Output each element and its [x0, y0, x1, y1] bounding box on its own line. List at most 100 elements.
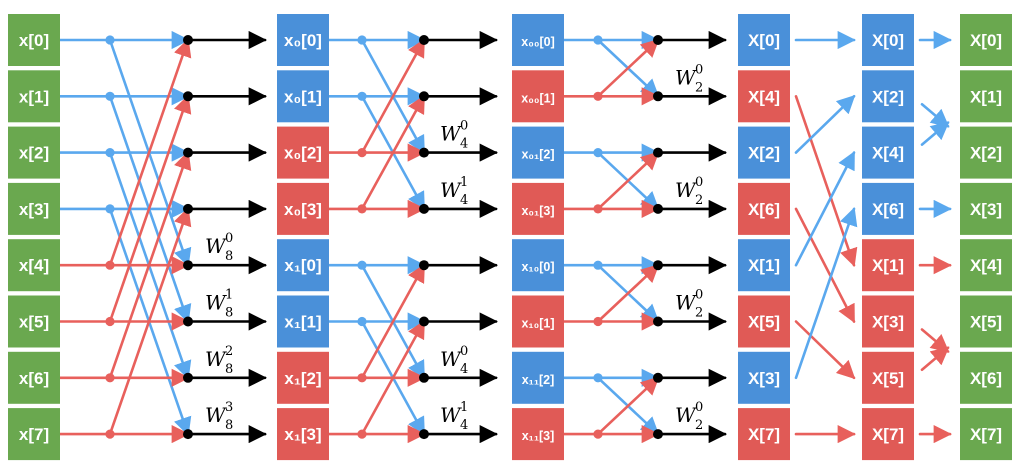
box-bg	[8, 351, 60, 404]
box-bg	[8, 70, 60, 123]
box-input-5: x[5]	[8, 295, 60, 348]
stage3-output-dot	[653, 203, 663, 214]
reorder-line	[794, 320, 856, 380]
svg-text:W: W	[675, 65, 697, 89]
box-bg	[862, 14, 914, 66]
stage1-input-dot	[105, 91, 115, 101]
box-label: x[6]	[19, 369, 49, 388]
reorder-line	[794, 207, 856, 324]
stage1-cross	[108, 94, 192, 323]
box-bg	[277, 408, 329, 461]
box-input-6: x[6]	[8, 351, 60, 404]
svg-text:W: W	[440, 178, 462, 202]
stage3-output-dot	[653, 429, 663, 440]
box-label: x₀[2]	[284, 144, 322, 163]
svg-text:W: W	[205, 234, 227, 258]
svg-text:W: W	[675, 178, 697, 202]
svg-text:8: 8	[225, 418, 233, 433]
box-reordered-0: X[0]	[862, 14, 914, 66]
stage1-cross	[108, 207, 192, 436]
svg-text:0: 0	[460, 119, 468, 134]
box-label: X[0]	[748, 31, 780, 50]
stage1-input-dot	[105, 373, 115, 383]
box-label: X[2]	[872, 87, 904, 106]
stage1-input-dot	[105, 316, 115, 327]
node-dots	[105, 35, 663, 440]
box-label: x[4]	[19, 256, 49, 275]
box-stage3-7: X[7]	[738, 408, 790, 461]
svg-text:4: 4	[460, 362, 468, 377]
box-label: X[3]	[748, 369, 780, 388]
box-label: x₀₁[3]	[521, 204, 554, 218]
reorder-line	[794, 150, 856, 267]
box-bg	[738, 70, 790, 123]
box-bg	[862, 239, 914, 292]
box-output-7: X[7]	[960, 408, 1012, 461]
stage1-input-dot	[105, 260, 115, 270]
svg-text:W: W	[440, 403, 462, 427]
box-label: X[7]	[970, 425, 1002, 444]
stage3-output-dot	[653, 260, 663, 271]
box-output-5: X[5]	[960, 295, 1012, 348]
svg-text:2: 2	[695, 306, 703, 321]
svg-text:4: 4	[460, 418, 468, 433]
box-bg	[512, 408, 564, 461]
box-stage3-3: X[6]	[738, 182, 790, 235]
box-reordered-6: X[5]	[862, 351, 914, 404]
box-stage1-1: x₀[1]	[277, 70, 329, 123]
box-stage3-1: X[4]	[738, 70, 790, 123]
reorder-line	[794, 95, 856, 154]
stage1-output-dot	[183, 372, 193, 383]
box-bg	[738, 351, 790, 404]
svg-text:W: W	[440, 122, 462, 146]
box-bg	[738, 408, 790, 461]
stage1-input-dot	[105, 429, 115, 439]
box-bg	[277, 14, 329, 66]
box-bg	[277, 239, 329, 292]
svg-text:0: 0	[460, 344, 468, 359]
stage2-cross	[360, 38, 426, 154]
reorder-line	[794, 207, 858, 380]
svg-text:2: 2	[695, 80, 703, 95]
box-bg	[960, 70, 1012, 123]
box-stage3-2: X[2]	[738, 126, 790, 179]
box-stage3-0: X[0]	[738, 14, 790, 66]
box-bg	[277, 70, 329, 123]
box-reordered-4: X[1]	[862, 239, 914, 292]
box-input-4: x[4]	[8, 239, 60, 292]
box-bg	[512, 126, 564, 179]
box-stage2-1: x₀₀[1]	[512, 70, 564, 123]
reorder-line	[794, 95, 858, 267]
box-stage2-3: x₀₁[3]	[512, 182, 564, 235]
box-label: x₁₁[3]	[522, 429, 555, 443]
stage2-cross	[360, 319, 426, 436]
stage2-input-dot	[357, 35, 367, 45]
stage2-output-dot	[419, 316, 429, 327]
box-label: X[2]	[748, 144, 780, 163]
svg-text:0: 0	[695, 400, 703, 415]
box-label: X[6]	[748, 200, 780, 219]
stage2-input-dot	[357, 204, 367, 214]
stage2-input-dot	[357, 316, 367, 327]
box-label: x₁₀[1]	[521, 317, 554, 331]
final-cross	[920, 328, 950, 353]
box-bg	[960, 126, 1012, 179]
box-bg	[8, 408, 60, 461]
stage1-output-dot	[183, 429, 193, 440]
final-cross	[920, 103, 950, 128]
box-bg	[8, 14, 60, 66]
svg-text:W: W	[675, 291, 697, 315]
box-bg	[277, 351, 329, 404]
stage2-input-dot	[357, 373, 367, 383]
box-input-3: x[3]	[8, 182, 60, 235]
stage3-input-dot	[593, 429, 603, 439]
svg-text:W: W	[205, 347, 227, 371]
box-reordered-5: X[3]	[862, 295, 914, 348]
